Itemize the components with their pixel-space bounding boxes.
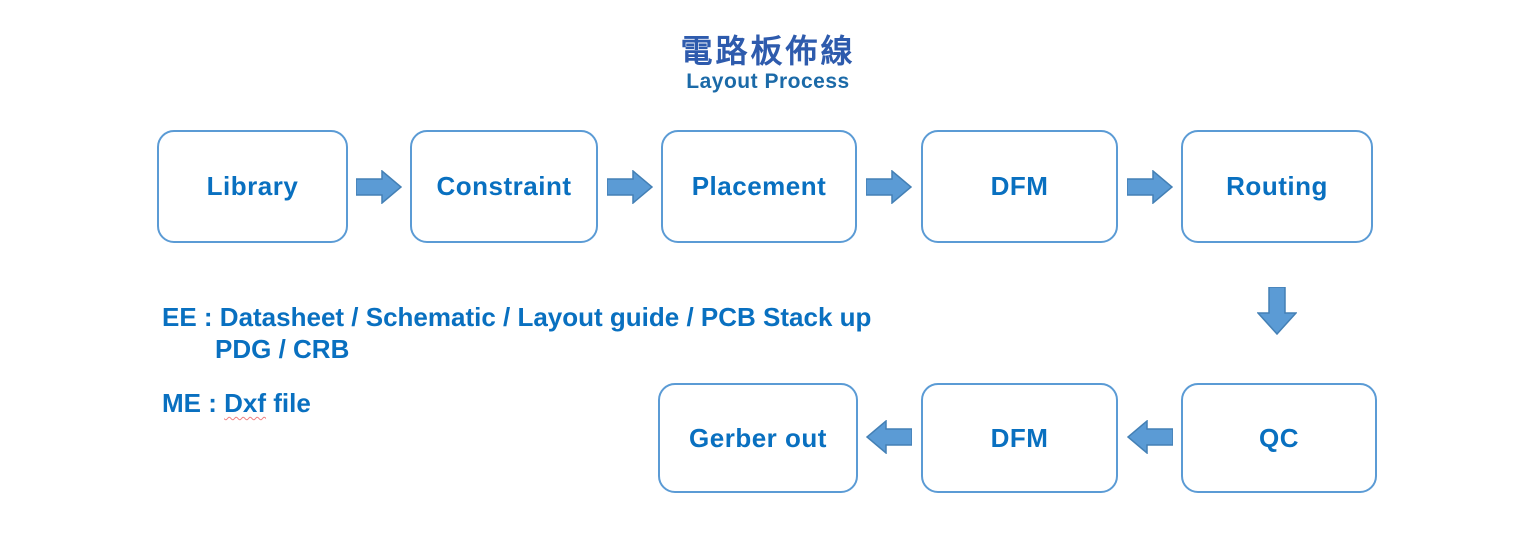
page-subtitle: Layout Process [686, 70, 850, 93]
flow-arrow-right-icon [865, 169, 913, 205]
flow-arrow-left-icon [1126, 419, 1174, 455]
flow-box-qc: QC [1181, 383, 1377, 493]
flow-arrow-down-icon [1256, 286, 1298, 336]
flow-box-constraint: Constraint [410, 130, 598, 243]
page-title: 電路板佈線 [680, 32, 856, 70]
flow-box-library: Library [157, 130, 348, 243]
note-ee-inputs: EE : Datasheet / Schematic / Layout guid… [162, 302, 872, 332]
note-me-input: ME : Dxf file [162, 388, 311, 419]
note-me-suffix: file [266, 388, 311, 418]
flow-box-placement: Placement [661, 130, 857, 243]
note-me-prefix: ME : [162, 388, 225, 418]
note-ee-inputs-line2: PDG / CRB [215, 334, 350, 364]
flow-arrow-right-icon [1126, 169, 1174, 205]
flow-arrow-right-icon [355, 169, 403, 205]
flow-box-dfm-bottom: DFM [921, 383, 1118, 493]
flow-box-gerber-out: Gerber out [658, 383, 858, 493]
note-me-dxf: Dxf [224, 388, 267, 418]
flow-arrow-left-icon [865, 419, 913, 455]
flow-box-routing: Routing [1181, 130, 1373, 243]
flow-box-dfm-top: DFM [921, 130, 1118, 243]
flow-arrow-right-icon [606, 169, 654, 205]
